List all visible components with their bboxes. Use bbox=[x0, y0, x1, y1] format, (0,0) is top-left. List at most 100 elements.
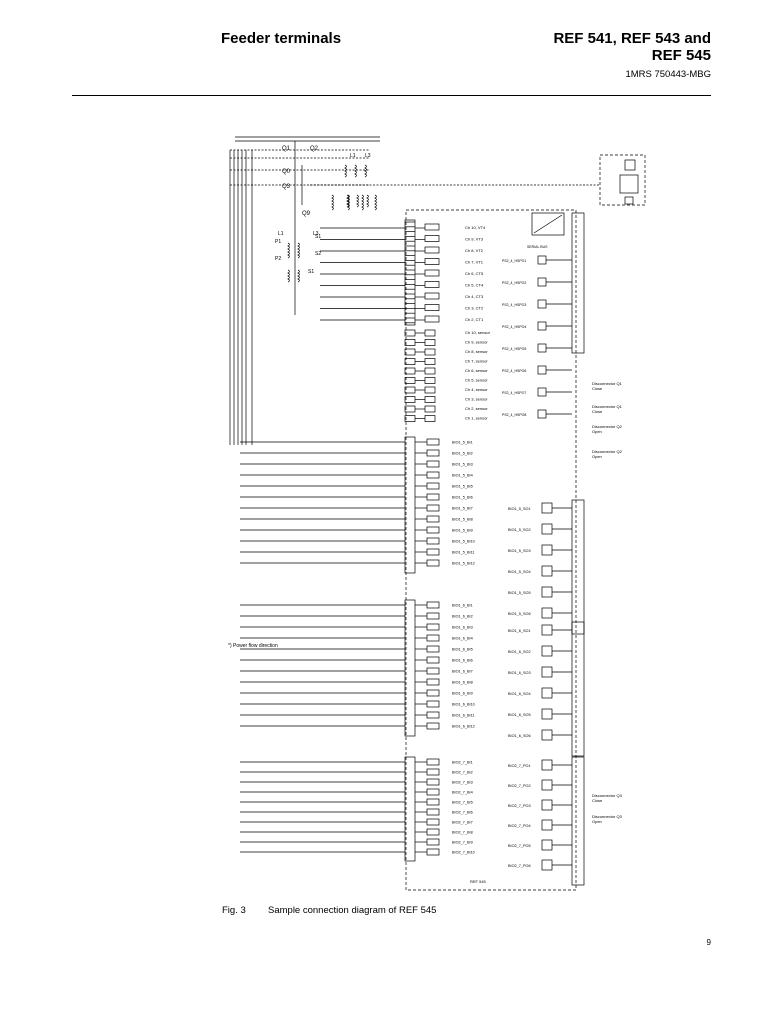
sensor-channel-label: Ch 7, sensor bbox=[465, 359, 488, 364]
analog-input-block bbox=[424, 304, 440, 311]
bio1-6-input-label: BIO1_6_BI4 bbox=[452, 637, 473, 641]
output-relay bbox=[541, 819, 553, 831]
power-output-label: PS2_4_HSPO6 bbox=[502, 369, 526, 373]
relay-outline bbox=[405, 209, 577, 891]
analog-channel-label: Ch 8, VT2 bbox=[465, 248, 484, 253]
power-output-label: PS2_4_HSPO5 bbox=[502, 347, 526, 351]
analog-channel-label: Ch 3, CT2 bbox=[465, 306, 484, 311]
sensor-connector bbox=[424, 367, 436, 375]
output-relay bbox=[541, 859, 553, 871]
output-relay bbox=[537, 255, 547, 265]
analog-input-block bbox=[424, 223, 440, 231]
sensor-terminal bbox=[404, 386, 416, 394]
bio1-5-output-label: BIO1_5_SO3 bbox=[508, 549, 531, 553]
optocoupler bbox=[426, 758, 440, 766]
analog-channel-label: Ch 4, CT3 bbox=[465, 294, 484, 299]
optocoupler bbox=[426, 515, 440, 523]
bio1-5-input-label: BIO1_5_BI11 bbox=[452, 551, 475, 555]
sensor-terminal bbox=[404, 339, 416, 346]
bio2-7-output-label: BIO2_7_PO6 bbox=[508, 864, 531, 868]
optocoupler bbox=[426, 548, 440, 556]
output-relay bbox=[541, 502, 553, 514]
output-relay bbox=[541, 687, 553, 699]
optocoupler bbox=[426, 808, 440, 816]
terminal-block bbox=[404, 599, 416, 737]
transformer-coil bbox=[344, 164, 347, 178]
bio1-6-input-label: BIO1_6_BI3 bbox=[452, 626, 473, 630]
figure-caption-text: Sample connection diagram of REF 545 bbox=[268, 905, 437, 916]
bio2-7-output-label: BIO2_7_PO2 bbox=[508, 784, 531, 788]
transformer-coil bbox=[361, 194, 364, 211]
bio1-5-input-label: BIO1_5_BI3 bbox=[452, 463, 473, 467]
bio2-7-input-label: BIO2_7_BI1 bbox=[452, 761, 473, 765]
analog-channel-label: Ch 10, VT4 bbox=[465, 225, 486, 230]
bio2-7-input-label: BIO2_7_BI6 bbox=[452, 811, 473, 815]
figure-caption: Fig. 3 Sample connection diagram of REF 5… bbox=[222, 905, 436, 916]
figure-label: Fig. 3 bbox=[222, 905, 246, 916]
optocoupler bbox=[426, 711, 440, 719]
bio1-5-input-label: BIO1_5_BI12 bbox=[452, 562, 475, 566]
analog-channel-label: Ch 9, VT3 bbox=[465, 237, 484, 242]
bio2-7-output-label: BIO2_7_PO3 bbox=[508, 804, 531, 808]
section-title: Feeder terminals bbox=[221, 30, 342, 47]
output-relay bbox=[541, 839, 553, 851]
optocoupler bbox=[426, 778, 440, 786]
analog-channel-label: Ch 2, CT1 bbox=[465, 317, 484, 322]
bio1-5-input-label: BIO1_5_BI5 bbox=[452, 485, 473, 489]
bio1-5-input-label: BIO1_5_BI10 bbox=[452, 540, 475, 544]
product-title-line1: REF 541, REF 543 and bbox=[553, 30, 711, 47]
power-supply-block bbox=[531, 212, 565, 236]
optocoupler bbox=[426, 848, 440, 856]
analog-channel-label: Ch 7, VT1 bbox=[465, 260, 484, 265]
bio2-7-input-label: BIO2_7_BI9 bbox=[452, 841, 473, 845]
analog-input-block bbox=[424, 292, 440, 300]
power-output-label: PS2_4_HSPO8 bbox=[502, 413, 526, 417]
sensor-terminal bbox=[404, 377, 416, 384]
bio1-5-input-label: BIO1_5_BI9 bbox=[452, 529, 473, 533]
terminal-block bbox=[404, 756, 416, 862]
terminal-block-x1 bbox=[404, 219, 416, 326]
disconnector-label: Open bbox=[592, 429, 602, 434]
switch-label-q2: Q2 bbox=[310, 146, 319, 152]
bio1-5-output-label: BIO1_5_SO1 bbox=[508, 507, 531, 511]
ct-terminal-s1-b: S1 bbox=[308, 269, 314, 275]
sensor-terminal bbox=[404, 358, 416, 365]
product-title-line2: REF 545 bbox=[651, 47, 711, 64]
sensor-connector bbox=[424, 377, 436, 384]
optocoupler bbox=[426, 612, 440, 620]
output-relay bbox=[541, 607, 553, 619]
optocoupler bbox=[426, 667, 440, 675]
bio1-6-output-label: BIO1_6_SO1 bbox=[508, 629, 531, 633]
sensor-channel-label: Ch 8, sensor bbox=[465, 349, 488, 354]
sensor-channel-label: Ch 10, sensor bbox=[465, 330, 491, 335]
external-device-part bbox=[619, 174, 639, 194]
optocoupler bbox=[426, 798, 440, 806]
transformer-coil bbox=[297, 269, 300, 283]
power-output-label: PS2_4_HSPO3 bbox=[502, 303, 526, 307]
bio2-7-input-label: BIO2_7_BI5 bbox=[452, 801, 473, 805]
sensor-channel-label: Ch 5, sensor bbox=[465, 378, 488, 383]
output-relay bbox=[537, 343, 547, 353]
bio1-6-input-label: BIO1_6_BI10 bbox=[452, 703, 475, 707]
bio1-6-input-label: BIO1_6_BI7 bbox=[452, 670, 473, 674]
disconnector-label: Disconnector Q3 bbox=[592, 814, 623, 819]
analog-input-block bbox=[424, 235, 440, 242]
header-rule bbox=[72, 95, 711, 96]
analog-input-block bbox=[424, 315, 440, 323]
bio2-7-input-label: BIO2_7_BI4 bbox=[452, 791, 473, 795]
optocoupler bbox=[426, 471, 440, 479]
switch-label-q3: Q3 bbox=[282, 184, 291, 190]
sensor-terminal bbox=[404, 329, 416, 337]
switch-label-q1: Q1 bbox=[282, 146, 291, 152]
product-title: REF 541, REF 543 and REF 545 1MRS 750443… bbox=[553, 30, 711, 83]
switch-label-q0: Q0 bbox=[282, 169, 291, 175]
bio1-5-input-label: BIO1_5_BI7 bbox=[452, 507, 473, 511]
bio2-7-input-label: BIO2_7_BI10 bbox=[452, 851, 475, 855]
sensor-channel-label: Ch 3, sensor bbox=[465, 397, 488, 402]
disconnector-label: Open bbox=[592, 819, 602, 824]
optocoupler bbox=[426, 537, 440, 545]
bio1-5-input-label: BIO1_5_BI2 bbox=[452, 452, 473, 456]
disconnector-label: Disconnector Q2 bbox=[592, 449, 623, 454]
transformer-coil bbox=[374, 194, 377, 211]
